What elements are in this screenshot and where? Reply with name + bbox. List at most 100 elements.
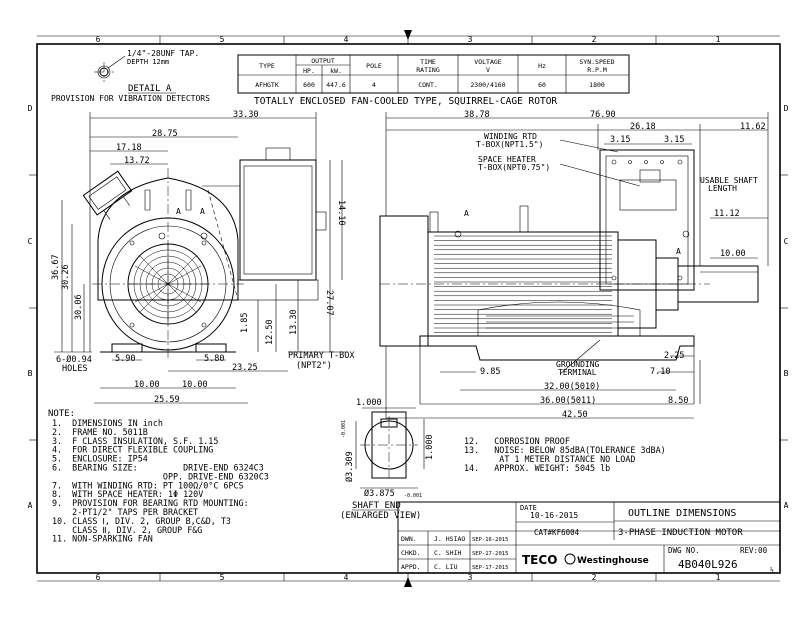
spec-hp-header: HP. xyxy=(303,67,315,75)
spec-table: TYPE OUTPUT HP. kW. POLE TIME RATING VOL… xyxy=(237,54,630,107)
chkd-date: SEP-17-2015 xyxy=(472,551,508,557)
spec-pole-value: 4 xyxy=(372,81,376,89)
note-line: 8. WITH SPACE HEATER: 1Φ 120V xyxy=(52,489,203,499)
appd-name: C. LIU xyxy=(434,563,458,571)
title-line-1: OUTLINE DIMENSIONS xyxy=(628,508,736,519)
section-a-side-left: A xyxy=(464,209,469,218)
row-label: B xyxy=(28,369,33,378)
dim-23-25: 23.25 xyxy=(232,363,258,373)
dim-9-85: 9.85 xyxy=(480,367,500,377)
shaft-end-title: SHAFT END xyxy=(352,501,401,511)
spec-output-header: OUTPUT xyxy=(311,57,335,65)
brand-westinghouse: Westinghouse xyxy=(577,556,649,566)
note-line: 1. DIMENSIONS IN inch xyxy=(52,418,163,428)
column-label: 3 xyxy=(468,35,473,44)
column-label: 5 xyxy=(220,573,225,582)
spec-hz-value: 60 xyxy=(538,81,546,89)
front-housing xyxy=(97,177,239,301)
note-line: 2-PT1/2" TAPS PER BRACKET xyxy=(52,507,198,517)
dim-36-00: 36.00(5011) xyxy=(540,396,596,406)
shaft-key-height: 1.000 xyxy=(425,434,435,460)
winding-rtd-label: WINDING RTD xyxy=(484,132,537,141)
section-a-front-right: A xyxy=(200,207,205,216)
dim-17-18: 17.18 xyxy=(116,143,142,153)
dim-42-50: 42.50 xyxy=(562,410,588,420)
mounting-holes-dim: 6-Ø0.94 xyxy=(56,354,92,365)
dim-76-90: 76.90 xyxy=(590,110,616,120)
chkd-name: C. SHIH xyxy=(434,549,461,557)
spec-type-value: AFHGTK xyxy=(255,81,279,89)
sheet-tail: ⅔ xyxy=(770,567,774,574)
appd-date: SEP-17-2015 xyxy=(472,565,508,571)
dim-2-25: 2.25 xyxy=(664,351,684,361)
dim-11-12: 11.12 xyxy=(714,209,740,219)
row-label: D xyxy=(28,104,33,113)
spec-type-header: TYPE xyxy=(259,62,275,70)
dim-8-50: 8.50 xyxy=(668,396,688,406)
title-cat: CAT#KF6004 xyxy=(534,528,580,537)
spec-kw-header: kW. xyxy=(330,67,342,75)
primary-t-box xyxy=(239,159,317,281)
column-label: 4 xyxy=(344,35,349,44)
spec-v-header: V xyxy=(486,66,490,74)
dim-3-15-left: 3.15 xyxy=(610,135,630,145)
spec-rpm-header: R.P.M xyxy=(587,66,607,74)
mounting-holes-label: HOLES xyxy=(62,364,88,374)
note-line: 2. FRAME NO. 5011B xyxy=(52,427,148,437)
note-line: 10. CLASS Ⅰ, DIV. 2, GROUP B,C&D, T3 xyxy=(52,516,231,526)
title-date: 10-16-2015 xyxy=(530,511,578,520)
shaft-key-width: 1.000 xyxy=(356,398,382,408)
column-label: 2 xyxy=(592,35,597,44)
dim-32-00: 32.00(5010) xyxy=(544,382,600,392)
dim-12-50: 12.50 xyxy=(265,319,275,345)
front-dim-lines xyxy=(54,112,348,404)
dim-33-30: 33.30 xyxy=(233,110,259,120)
detail-a-depth: DEPTH 12mm xyxy=(127,58,169,66)
spec-kw-value: 447.6 xyxy=(326,81,346,89)
title-block: DATE 10-16-2015 CAT#KF6004 OUTLINE DIMEN… xyxy=(397,501,781,574)
column-label: 2 xyxy=(592,573,597,582)
note-line: 12. CORROSION PROOF xyxy=(464,436,570,446)
dim-11-62: 11.62 xyxy=(740,122,766,132)
front-view: A A 33.30 28.7 xyxy=(51,110,355,405)
column-label: 3 xyxy=(468,573,473,582)
center-mark-bottom xyxy=(404,577,412,587)
center-mark-top xyxy=(404,30,412,40)
dim-5-80: 5.80 xyxy=(204,354,224,364)
cooling-fins xyxy=(434,235,612,333)
primary-t-box-npt: (NPT2") xyxy=(296,361,332,371)
section-a-front-left: A xyxy=(176,207,181,216)
length-label: LENGTH xyxy=(708,184,737,193)
shaft-outer-tol: -0.001 xyxy=(404,493,422,499)
foot-right xyxy=(195,343,227,353)
rev-label: REV:00 xyxy=(740,546,768,555)
dim-28-75: 28.75 xyxy=(152,129,178,139)
row-label: C xyxy=(28,237,33,246)
shaft-end: 1.000 1.000 Ø3.309 -0.001 Ø3.875 -0.001 … xyxy=(340,398,435,521)
dim-26-18: 26.18 xyxy=(630,122,656,132)
notes-title: NOTE: xyxy=(48,409,75,419)
space-heater-label: SPACE HEATER xyxy=(478,155,536,164)
dim-7-10: 7.10 xyxy=(650,367,670,377)
chkd-label: CHKD. xyxy=(401,549,421,557)
row-label: A xyxy=(784,501,789,510)
column-label: 1 xyxy=(716,573,721,582)
note-line: 6. BEARING SIZE: DRIVE-END 6324C3 xyxy=(52,463,264,473)
primary-t-box-label: PRIMARY T-BOX xyxy=(288,351,355,361)
spec-hp-value: 600 xyxy=(303,81,315,89)
dim-5-90: 5.90 xyxy=(115,354,135,364)
dim-1-85: 1.85 xyxy=(240,313,250,333)
dim-10-00-left: 10.00 xyxy=(134,380,160,390)
appd-label: APPD. xyxy=(401,563,421,571)
usable-shaft-label: USABLE SHAFT xyxy=(700,176,758,185)
note-line: 4. FOR DIRECT FLEXIBLE COUPLING xyxy=(52,445,213,455)
dim-36-67: 36.67 xyxy=(51,254,61,280)
dim-27-07: 27.07 xyxy=(324,290,334,316)
shaft-end-subtitle: (ENLARGED VIEW) xyxy=(340,511,421,521)
column-label: 4 xyxy=(344,573,349,582)
side-terminal-box xyxy=(599,149,695,291)
note-line: AT 1 METER DISTANCE NO LOAD xyxy=(464,454,635,464)
dwn-name: J. HSIAO xyxy=(434,535,465,543)
